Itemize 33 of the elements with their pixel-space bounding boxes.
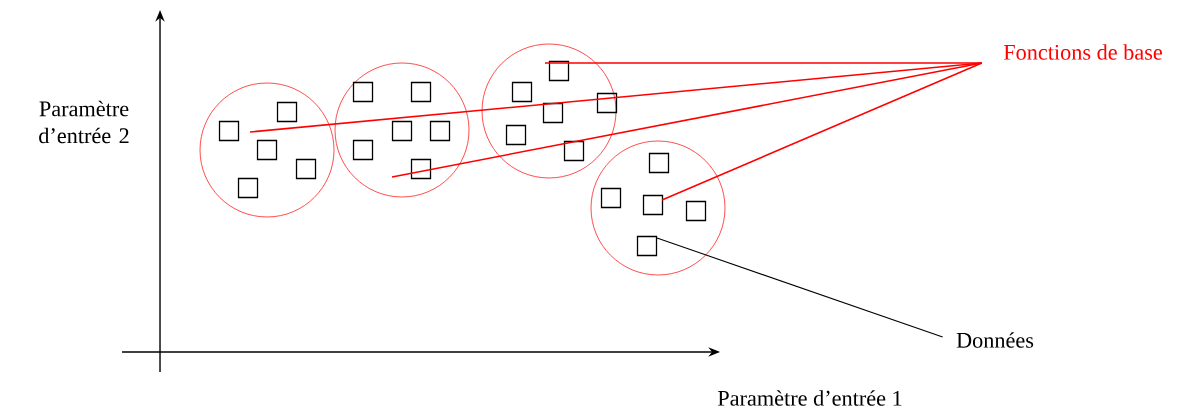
data-square <box>352 81 374 103</box>
data-square <box>352 139 374 161</box>
data-square <box>505 124 527 146</box>
axis-label: Paramètre d’entrée 2 <box>39 100 129 144</box>
data-square <box>237 177 259 199</box>
data-square <box>391 120 413 142</box>
data-square <box>429 120 451 142</box>
data-square <box>642 194 664 216</box>
leader-line <box>656 237 944 338</box>
axis-label: Paramètre d’entrée 1 <box>717 390 902 406</box>
cluster-circle <box>199 82 335 218</box>
leader-line <box>544 62 983 64</box>
node-label: Fonctions de base <box>1003 44 1162 60</box>
data-square <box>256 139 278 161</box>
data-square <box>295 158 317 180</box>
data-square <box>276 101 298 123</box>
data-square <box>548 60 570 82</box>
leader-line <box>661 62 983 201</box>
cluster-circle <box>334 62 470 198</box>
node-label: Données <box>956 332 1034 348</box>
cluster-circle <box>481 43 617 179</box>
data-square <box>410 81 432 103</box>
data-square <box>511 81 533 103</box>
data-square <box>542 102 564 124</box>
data-square <box>600 187 622 209</box>
cluster-circle <box>590 140 726 276</box>
data-square <box>563 140 585 162</box>
data-square <box>410 158 432 180</box>
data-square <box>596 92 618 114</box>
data-square <box>218 120 240 142</box>
data-square <box>648 152 670 174</box>
data-square <box>636 235 658 257</box>
data-square <box>685 200 707 222</box>
